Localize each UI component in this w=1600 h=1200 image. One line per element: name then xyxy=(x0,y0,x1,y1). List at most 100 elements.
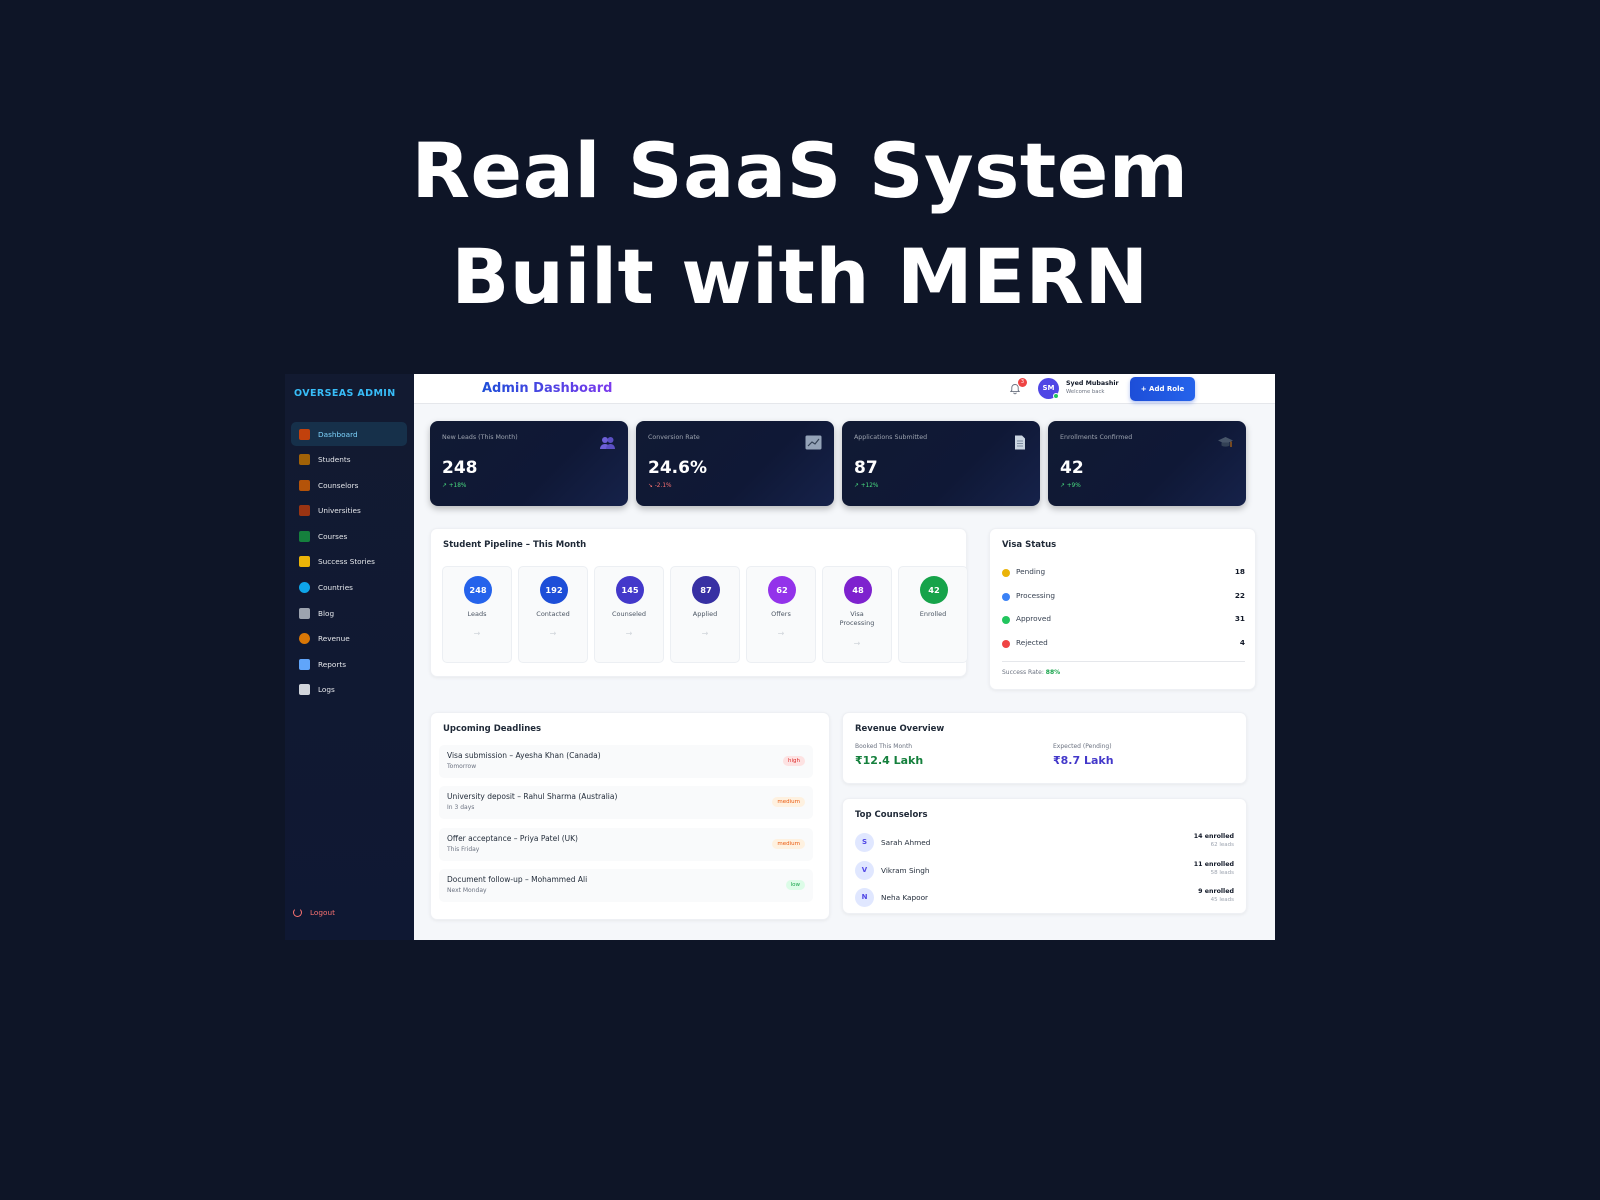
arrow-right-icon: → xyxy=(777,629,785,638)
app-window: OVERSEAS ADMIN Dashboard Students Counse… xyxy=(285,374,1275,940)
priority-badge: high xyxy=(783,756,805,766)
visa-status-title: Visa Status xyxy=(1002,540,1057,550)
stat-change: ↗ +9% xyxy=(1060,483,1081,489)
success-rate-value: 88% xyxy=(1045,669,1061,676)
user-subtitle: Welcome back xyxy=(1066,389,1105,395)
stat-card-new-leads: New Leads (This Month) 248 ↗ +18% xyxy=(430,421,628,506)
deadlines-card: Upcoming Deadlines Visa submission – Aye… xyxy=(430,712,830,920)
pipeline-stage-enrolled[interactable]: 42 Enrolled xyxy=(898,566,968,663)
pipeline-stage-visa-processing[interactable]: 48 Visa Processing → xyxy=(822,566,892,663)
home-icon xyxy=(299,428,310,440)
counselor-name: Neha Kapoor xyxy=(881,893,929,902)
sidebar-item-success-stories[interactable]: Success Stories xyxy=(291,550,407,574)
deadline-item[interactable]: Document follow-up – Mohammed Ali Next M… xyxy=(439,869,813,902)
deadline-item[interactable]: University deposit – Rahul Sharma (Austr… xyxy=(439,786,813,819)
status-dot xyxy=(1002,593,1010,601)
pipeline-label: Leads xyxy=(467,610,487,618)
visa-count: 18 xyxy=(1234,567,1245,576)
sidebar-item-countries[interactable]: Countries xyxy=(291,576,407,600)
sidebar-item-label: Countries xyxy=(318,583,353,593)
booked-value: ₹12.4 Lakh xyxy=(855,754,924,767)
university-icon xyxy=(299,505,310,517)
bar-chart-icon xyxy=(299,658,310,670)
visa-count: 4 xyxy=(1239,638,1245,647)
newspaper-icon xyxy=(299,607,310,619)
stat-value: 248 xyxy=(442,458,478,478)
visa-row-approved: Approved 31 xyxy=(1002,614,1245,626)
pipeline-label: Visa Processing xyxy=(839,610,875,627)
sidebar-item-revenue[interactable]: Revenue xyxy=(291,627,407,651)
logout-button[interactable]: Logout xyxy=(293,908,335,917)
sidebar-item-label: Students xyxy=(318,455,351,465)
visa-row-pending: Pending 18 xyxy=(1002,567,1245,579)
arrow-right-icon: → xyxy=(853,639,861,648)
stat-label: New Leads (This Month) xyxy=(442,434,518,441)
stat-change: ↘ -2.1% xyxy=(648,483,672,489)
divider xyxy=(1002,661,1245,662)
visa-label: Rejected xyxy=(1016,638,1048,647)
pipeline-stage-contacted[interactable]: 192 Contacted → xyxy=(518,566,588,663)
pipeline-stage-offers[interactable]: 62 Offers → xyxy=(746,566,816,663)
visa-label: Pending xyxy=(1016,567,1046,576)
pipeline-stage-applied[interactable]: 87 Applied → xyxy=(670,566,740,663)
stat-change-value: +18% xyxy=(448,483,467,489)
pipeline-label: Offers xyxy=(771,610,791,618)
sidebar-item-reports[interactable]: Reports xyxy=(291,652,407,676)
deadline-due: Next Monday xyxy=(447,887,487,894)
topbar: Admin Dashboard 3 SM Syed Mubashir Welco… xyxy=(414,374,1275,404)
add-role-button[interactable]: + Add Role xyxy=(1130,377,1195,401)
pipeline-label: Counseled xyxy=(611,610,647,618)
stat-value: 87 xyxy=(854,458,878,478)
student-icon xyxy=(299,454,310,466)
sidebar-item-universities[interactable]: Universities xyxy=(291,499,407,523)
sidebar-item-label: Dashboard xyxy=(318,429,358,439)
pipeline-count: 248 xyxy=(464,576,492,604)
sidebar-item-students[interactable]: Students xyxy=(291,448,407,472)
deadline-item[interactable]: Offer acceptance – Priya Patel (UK) This… xyxy=(439,828,813,861)
deadline-title: Visa submission – Ayesha Khan (Canada) xyxy=(447,751,601,760)
avatar: V xyxy=(855,861,874,880)
avatar: N xyxy=(855,888,874,907)
priority-badge: medium xyxy=(772,839,805,849)
sidebar-item-blog[interactable]: Blog xyxy=(291,601,407,625)
pipeline-label: Applied xyxy=(692,610,718,618)
sidebar-item-counselors[interactable]: Counselors xyxy=(291,473,407,497)
notification-badge: 3 xyxy=(1018,378,1027,387)
sidebar-item-label: Courses xyxy=(318,531,348,541)
counselor-icon xyxy=(299,479,310,491)
deadline-title: Document follow-up – Mohammed Ali xyxy=(447,875,588,884)
sidebar-item-logs[interactable]: Logs xyxy=(291,678,407,702)
deadline-due: This Friday xyxy=(447,846,480,853)
counselor-row[interactable]: V Vikram Singh 11 enrolled 58 leads xyxy=(855,861,1234,881)
visa-count: 31 xyxy=(1234,614,1245,623)
counselor-enrolled: 11 enrolled xyxy=(1193,861,1234,868)
pipeline-count: 42 xyxy=(920,576,948,604)
chart-icon xyxy=(805,435,822,450)
stat-value: 24.6% xyxy=(648,458,707,478)
deadlines-title: Upcoming Deadlines xyxy=(443,724,542,734)
avatar: S xyxy=(855,833,874,852)
users-icon xyxy=(600,437,615,449)
deadline-due: Tomorrow xyxy=(447,763,477,770)
pipeline-stage-counseled[interactable]: 145 Counseled → xyxy=(594,566,664,663)
stat-label: Conversion Rate xyxy=(648,434,700,441)
visa-status-card: Visa Status Pending 18 Processing 22 App… xyxy=(989,528,1256,690)
pipeline-label: Enrolled xyxy=(919,610,947,618)
priority-badge: medium xyxy=(772,797,805,807)
counselor-row[interactable]: S Sarah Ahmed 14 enrolled 62 leads xyxy=(855,833,1234,853)
deadline-item[interactable]: Visa submission – Ayesha Khan (Canada) T… xyxy=(439,745,813,778)
counselor-name: Vikram Singh xyxy=(881,866,930,875)
counselor-row[interactable]: N Neha Kapoor 9 enrolled 45 leads xyxy=(855,888,1234,908)
stat-label: Applications Submitted xyxy=(854,434,928,441)
pipeline-stage-leads[interactable]: 248 Leads → xyxy=(442,566,512,663)
bell-icon[interactable] xyxy=(1009,383,1021,395)
counselors-title: Top Counselors xyxy=(855,810,928,820)
power-icon xyxy=(293,908,302,917)
books-icon xyxy=(299,530,310,542)
sidebar-item-dashboard[interactable]: Dashboard xyxy=(291,422,407,446)
sidebar-item-courses[interactable]: Courses xyxy=(291,524,407,548)
arrow-right-icon: → xyxy=(473,629,481,638)
arrow-right-icon: → xyxy=(625,629,633,638)
stat-value: 42 xyxy=(1060,458,1084,478)
stat-card-enrollments: Enrollments Confirmed 42 ↗ +9% xyxy=(1048,421,1246,506)
